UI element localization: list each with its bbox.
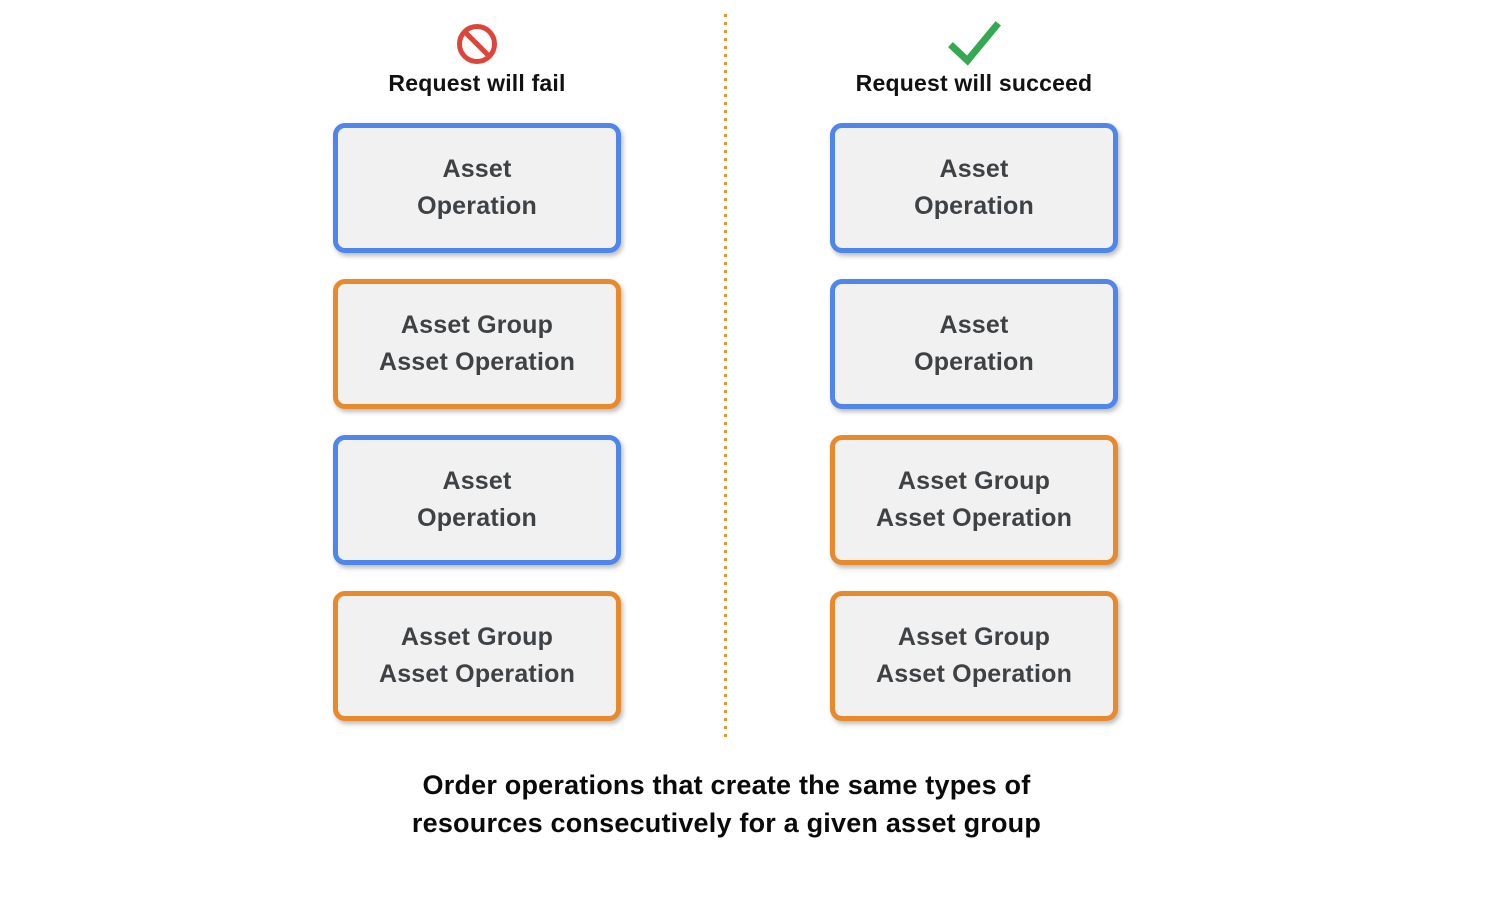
check-icon (946, 20, 1002, 68)
box-label: Asset Operation (914, 151, 1034, 225)
asset-operation-box: Asset Operation (333, 435, 621, 565)
asset-group-asset-operation-box: Asset Group Asset Operation (333, 279, 621, 409)
box-label-line2: Operation (417, 192, 537, 220)
asset-operation-box: Asset Operation (333, 123, 621, 253)
prohibition-icon (455, 20, 499, 68)
box-label-line2: Operation (417, 504, 537, 532)
box-label: Asset Group Asset Operation (876, 463, 1072, 537)
box-label: Asset Group Asset Operation (379, 619, 575, 693)
asset-group-asset-operation-box: Asset Group Asset Operation (830, 435, 1118, 565)
succeed-column: Request will succeed Asset Operation Ass… (830, 20, 1118, 721)
fail-column-title: Request will fail (388, 70, 566, 96)
box-label-line1: Asset (939, 311, 1009, 339)
caption-line2: resources consecutively for a given asse… (411, 808, 1042, 838)
box-label-line1: Asset (442, 467, 512, 495)
box-label-line1: Asset Group (897, 467, 1051, 495)
box-label-line2: Asset Operation (378, 660, 576, 688)
caption: Order operations that create the same ty… (0, 766, 1453, 842)
fail-column: Request will fail Asset Operation Asset … (333, 20, 621, 721)
asset-group-asset-operation-box: Asset Group Asset Operation (333, 591, 621, 721)
box-label-line2: Operation (914, 348, 1034, 376)
box-label-line1: Asset (939, 155, 1009, 183)
box-label: Asset Group Asset Operation (876, 619, 1072, 693)
box-label-line1: Asset Group (897, 623, 1051, 651)
asset-operation-box: Asset Operation (830, 279, 1118, 409)
column-divider (724, 14, 727, 737)
box-label: Asset Operation (417, 463, 537, 537)
box-label: Asset Operation (914, 307, 1034, 381)
box-label-line2: Asset Operation (378, 348, 576, 376)
box-label: Asset Operation (417, 151, 537, 225)
box-label-line1: Asset (442, 155, 512, 183)
box-label-line2: Operation (914, 192, 1034, 220)
box-label-line1: Asset Group (400, 623, 554, 651)
box-label: Asset Group Asset Operation (379, 307, 575, 381)
succeed-column-title: Request will succeed (855, 70, 1093, 96)
box-label-line1: Asset Group (400, 311, 554, 339)
box-label-line2: Asset Operation (875, 660, 1073, 688)
asset-operation-box: Asset Operation (830, 123, 1118, 253)
box-label-line2: Asset Operation (875, 504, 1073, 532)
caption-line1: Order operations that create the same ty… (422, 770, 1031, 800)
asset-group-asset-operation-box: Asset Group Asset Operation (830, 591, 1118, 721)
